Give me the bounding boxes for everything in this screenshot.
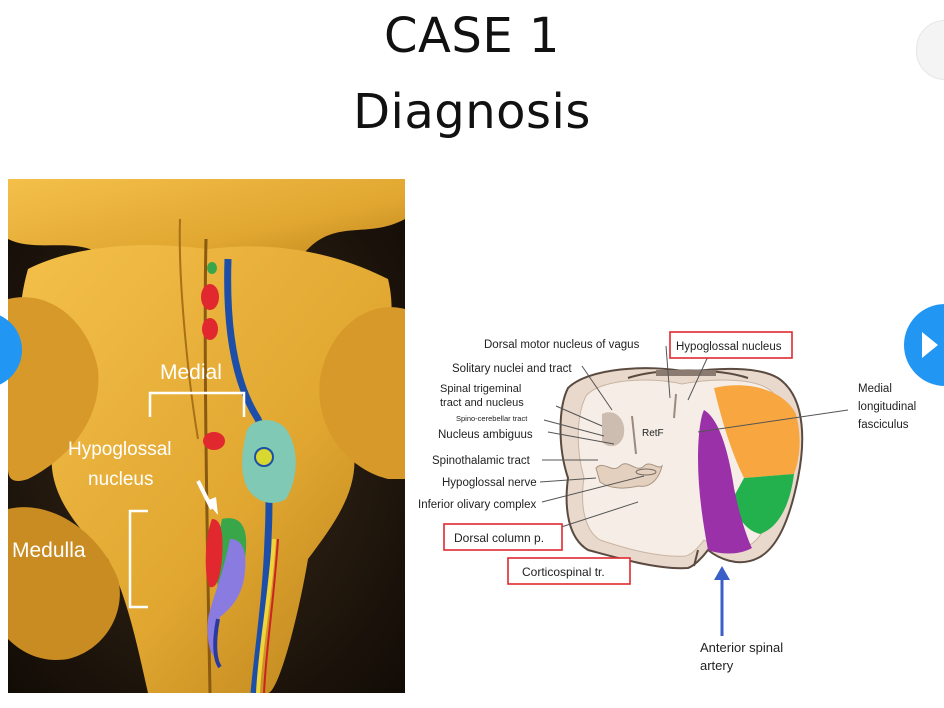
label-hypoglossal-nucleus-line2: nucleus [88,469,154,490]
label-medial-longitudinal-line3: fasciculus [858,419,909,431]
label-hypoglossal-nerve: Hypoglossal nerve [442,477,537,489]
label-spinal-trigeminal-line2: tract and nucleus [440,397,524,409]
previous-slide-button[interactable] [0,312,22,388]
label-corticospinal: Corticospinal tr. [522,565,605,579]
label-medial-longitudinal-line1: Medial [858,383,892,395]
label-medial: Medial [160,361,222,384]
label-medulla: Medulla [12,539,86,562]
label-retf: RetF [642,428,664,439]
label-anterior-spinal-line2: artery [700,658,734,673]
brainstem-model-photo: Medial Hypoglossal nucleus Medulla [8,179,405,693]
medulla-cross-section-diagram: Dorsal motor nucleus of vagus Hypoglossa… [418,331,916,673]
label-spino-cerebellar: Spino-cerebellar tract [456,414,528,423]
label-dorsal-motor-nucleus: Dorsal motor nucleus of vagus [484,339,640,351]
label-nucleus-ambiguus: Nucleus ambiguus [438,429,533,441]
label-hypoglossal-nucleus: Hypoglossal nucleus [676,341,782,353]
label-dorsal-column: Dorsal column p. [454,531,544,545]
label-solitary-nuclei: Solitary nuclei and tract [452,363,572,375]
label-inferior-olivary: Inferior olivary complex [418,499,536,511]
slide-subtitle: Diagnosis [353,84,591,140]
label-anterior-spinal-line1: Anterior spinal [700,640,783,655]
slide-title: CASE 1 [384,8,560,64]
label-spinothalamic: Spinothalamic tract [432,455,531,467]
label-hypoglossal-nucleus-line1: Hypoglossal [68,439,172,460]
label-medial-longitudinal-line2: longitudinal [858,401,916,413]
label-spinal-trigeminal-line1: Spinal trigeminal [440,383,521,395]
chevron-right-icon [922,332,938,358]
